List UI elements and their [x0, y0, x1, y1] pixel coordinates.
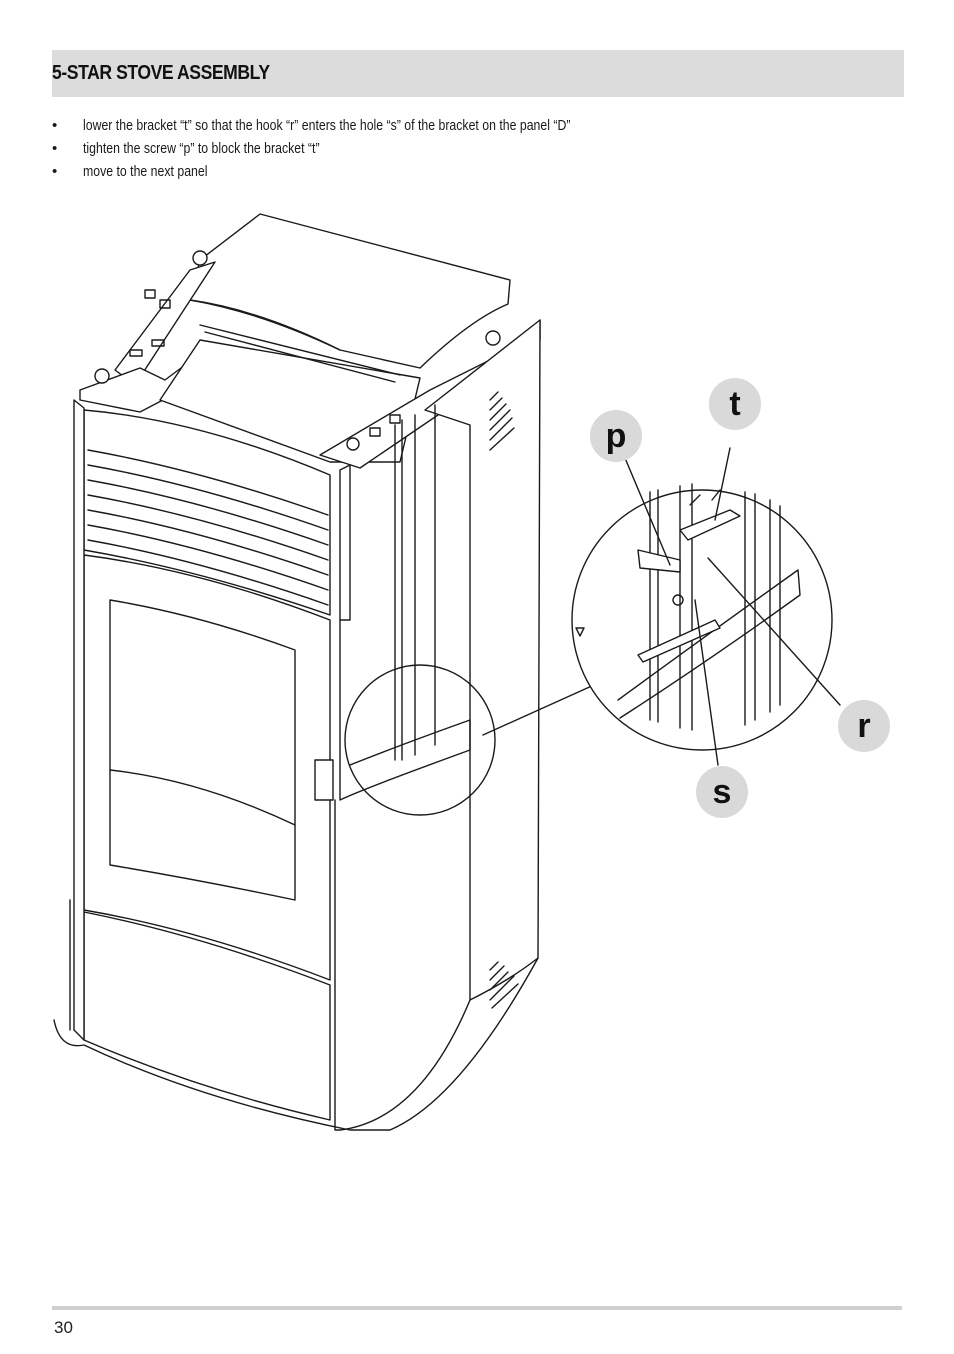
section-title: 5-STAR STOVE ASSEMBLY [52, 62, 270, 84]
enlarged-detail [571, 483, 833, 751]
leader-s [694, 599, 719, 766]
stove-door [83, 554, 334, 981]
detail-origin-circle [344, 664, 496, 816]
callout-r: r [838, 700, 890, 752]
leader-p [624, 457, 671, 566]
callout-p: p [590, 410, 642, 462]
step-text: tighten the screw “p” to block the brack… [83, 140, 320, 157]
leader-t [714, 447, 731, 521]
step-text: lower the bracket “t” so that the hook “… [83, 117, 571, 134]
bullet: • [52, 163, 58, 180]
leader-r [707, 557, 841, 706]
front-grille [83, 409, 331, 616]
page-number: 30 [54, 1318, 73, 1337]
bullet: • [52, 140, 58, 157]
top-cover-plate [189, 213, 511, 369]
leader-line [482, 679, 606, 736]
left-side-strip [73, 399, 85, 1041]
inner-frame-columns [334, 404, 471, 1131]
section-header-bar: 5-STAR STOVE ASSEMBLY [52, 50, 904, 97]
step-text: move to the next panel [83, 163, 208, 180]
lower-panel [53, 899, 539, 1131]
callout-s: s [696, 766, 748, 818]
side-panel [424, 319, 541, 1009]
bullet: • [52, 117, 58, 134]
footer-rule [52, 1306, 902, 1310]
stove-assembly-illustration [53, 213, 841, 1131]
callout-t: t [709, 378, 761, 430]
